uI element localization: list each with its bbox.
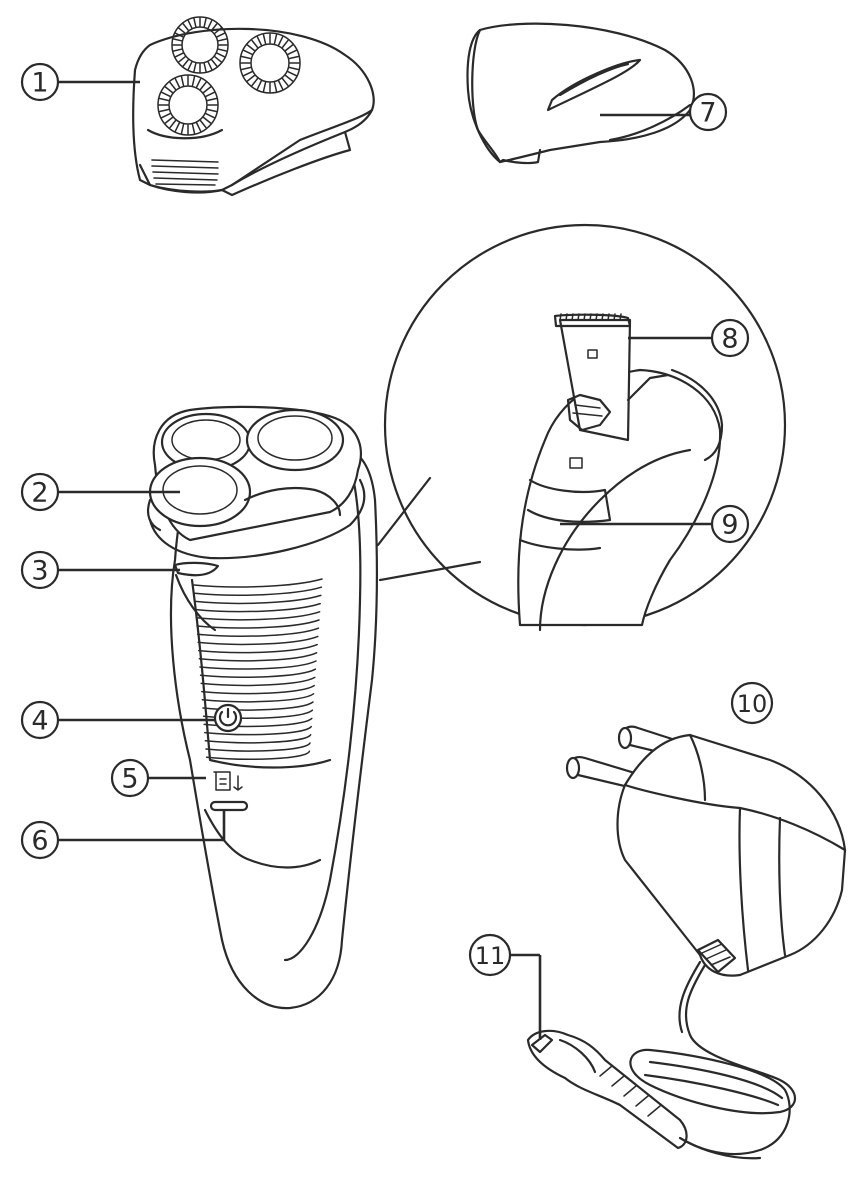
callout-8-label: 8: [721, 324, 738, 355]
callout-4: 4: [20, 700, 60, 740]
callout-6-label: 6: [31, 826, 48, 857]
protection-cap-illustration: [132, 16, 375, 197]
callout-9-label: 9: [721, 510, 738, 541]
callout-9: 9: [710, 504, 750, 544]
adapter-illustration: [526, 725, 847, 1160]
shaver-body-illustration: [146, 405, 379, 1010]
callout-3-label: 3: [31, 556, 48, 587]
callout-3: 3: [20, 550, 60, 590]
callout-1-label: 1: [31, 68, 48, 99]
callout-5: 5: [110, 758, 150, 798]
travel-cap-illustration: [466, 22, 695, 165]
trimmer-detail-magnifier: [376, 223, 787, 632]
leader-lines: [58, 80, 712, 1040]
callout-11: 11: [468, 933, 512, 977]
callout-7-label: 7: [699, 98, 716, 129]
callout-2-label: 2: [31, 478, 48, 509]
callout-2: 2: [20, 472, 60, 512]
callout-6: 6: [20, 820, 60, 860]
callout-7: 7: [688, 92, 728, 132]
callout-5-label: 5: [121, 764, 138, 795]
callout-10-label: 10: [737, 690, 768, 718]
callout-11-label: 11: [475, 942, 506, 970]
callout-4-label: 4: [31, 706, 48, 737]
callout-8: 8: [710, 318, 750, 358]
callout-1: 1: [20, 62, 60, 102]
callout-10: 10: [730, 681, 774, 725]
